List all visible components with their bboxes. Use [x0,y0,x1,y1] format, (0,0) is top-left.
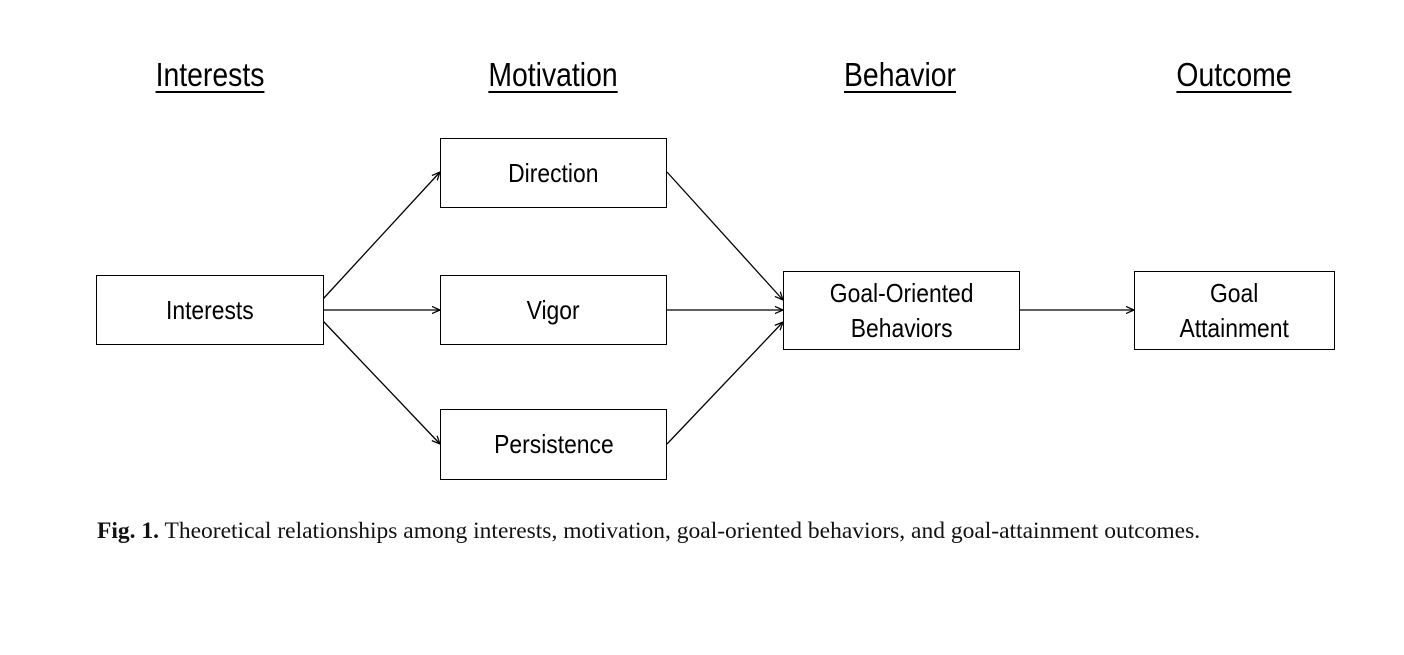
node-vigor: Vigor [440,275,667,345]
header-outcome: Outcome [1176,56,1292,93]
header-motivation: Motivation [488,56,618,93]
figure-caption: Fig. 1. Theoretical relationships among … [97,515,1342,547]
node-interests: Interests [96,275,324,345]
node-goal-oriented-behaviors-line2: Behaviors [850,312,953,343]
node-goal-oriented-behaviors: Goal-Oriented Behaviors [783,271,1020,350]
node-goal-oriented-behaviors-line1: Goal-Oriented [829,277,974,308]
diagram: Interests Motivation Behavior Outcome In… [96,0,1404,500]
connector-arrows [322,0,1404,500]
edge-persistence-goal-behaviors [666,322,783,445]
header-behavior: Behavior [843,56,957,93]
node-persistence: Persistence [440,409,667,480]
edge-direction-goal-behaviors [666,171,783,300]
node-goal-attainment-line1: Goal [1210,277,1259,308]
node-goal-attainment: Goal Attainment [1134,271,1335,350]
edge-interests-persistence [322,320,440,444]
node-interests-label: Interests [166,294,254,325]
node-goal-oriented-behaviors-label: Goal-Oriented Behaviors [830,276,974,346]
edge-interests-direction [322,172,440,300]
node-direction-label: Direction [508,157,599,188]
node-vigor-label: Vigor [526,294,580,325]
node-direction: Direction [440,138,667,208]
caption-figure-label: Fig. 1. [97,518,160,544]
node-goal-attainment-line2: Attainment [1179,312,1290,343]
node-persistence-label: Persistence [493,429,614,459]
header-interests: Interests [155,56,265,93]
caption-text: Theoretical relationships among interest… [159,518,1201,544]
node-goal-attainment-label: Goal Attainment [1180,276,1289,346]
